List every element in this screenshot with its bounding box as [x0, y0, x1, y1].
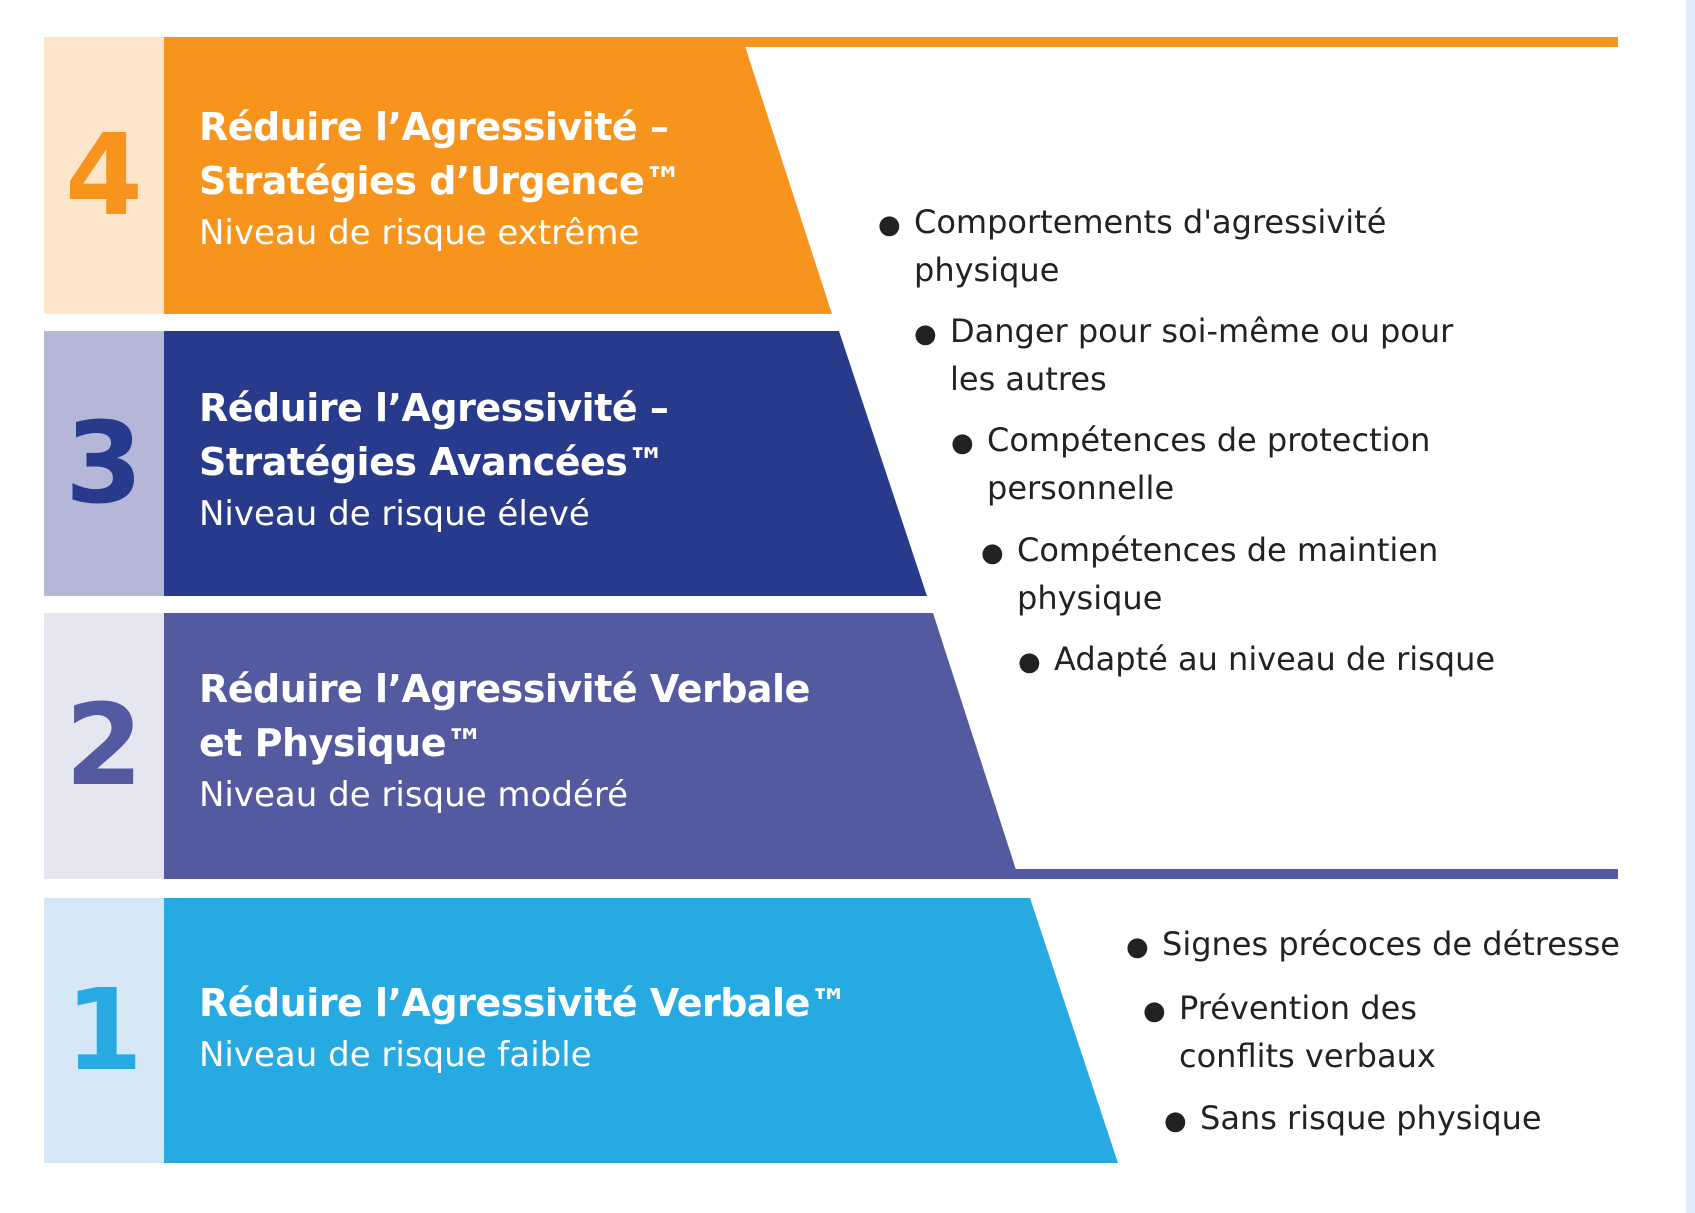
- level-2-subtitle: Niveau de risque modéré: [199, 775, 628, 815]
- level-4-subtitle: Niveau de risque extrême: [199, 213, 640, 253]
- right-edge-strip: [1686, 0, 1695, 1213]
- bullet-dot-icon: ●: [951, 428, 974, 458]
- level-1-band: [164, 898, 1118, 1163]
- level-4-text: Réduire l’Agressivité –Stratégies d’Urge…: [199, 100, 899, 258]
- level-4-band: [164, 37, 832, 314]
- level-3-text: Réduire l’Agressivité –Stratégies Avancé…: [199, 381, 899, 539]
- level-2-number: 2: [44, 613, 164, 879]
- bullet-dot-icon: ●: [1018, 647, 1041, 677]
- bullet-dot-icon: ●: [914, 319, 937, 349]
- bullet-dot-icon: ●: [1164, 1106, 1187, 1136]
- level-1-subtitle: Niveau de risque faible: [199, 1035, 592, 1075]
- level-1-text: Réduire l’Agressivité Verbale™ Niveau de…: [199, 976, 899, 1080]
- level-3-band: [164, 331, 927, 596]
- top-orange-rule: [700, 37, 1618, 47]
- level-4-number: 4: [44, 37, 164, 314]
- bullet-dot-icon: ●: [981, 538, 1004, 568]
- level-2-band: [164, 613, 1019, 879]
- bullet-item: ●Signes précoces de détresse: [1126, 922, 1620, 970]
- bullet-dot-icon: ●: [1126, 932, 1149, 962]
- level-3-number: 3: [44, 331, 164, 596]
- level-3-title: Réduire l’Agressivité –Stratégies Avancé…: [199, 386, 669, 484]
- level-3-subtitle: Niveau de risque élevé: [199, 494, 590, 534]
- bullet-dot-icon: ●: [878, 210, 901, 240]
- level-1-number: 1: [44, 898, 164, 1163]
- bullet-item: ●Sans risque physique: [1164, 1096, 1542, 1144]
- level-4-title: Réduire l’Agressivité –Stratégies d’Urge…: [199, 105, 682, 203]
- bullet-dot-icon: ●: [1143, 996, 1166, 1026]
- bullet-item: ●Adapté au niveau de risque: [1018, 637, 1495, 685]
- purple-divider-rule: [700, 869, 1618, 879]
- level-1-title: Réduire l’Agressivité Verbale™: [199, 981, 848, 1025]
